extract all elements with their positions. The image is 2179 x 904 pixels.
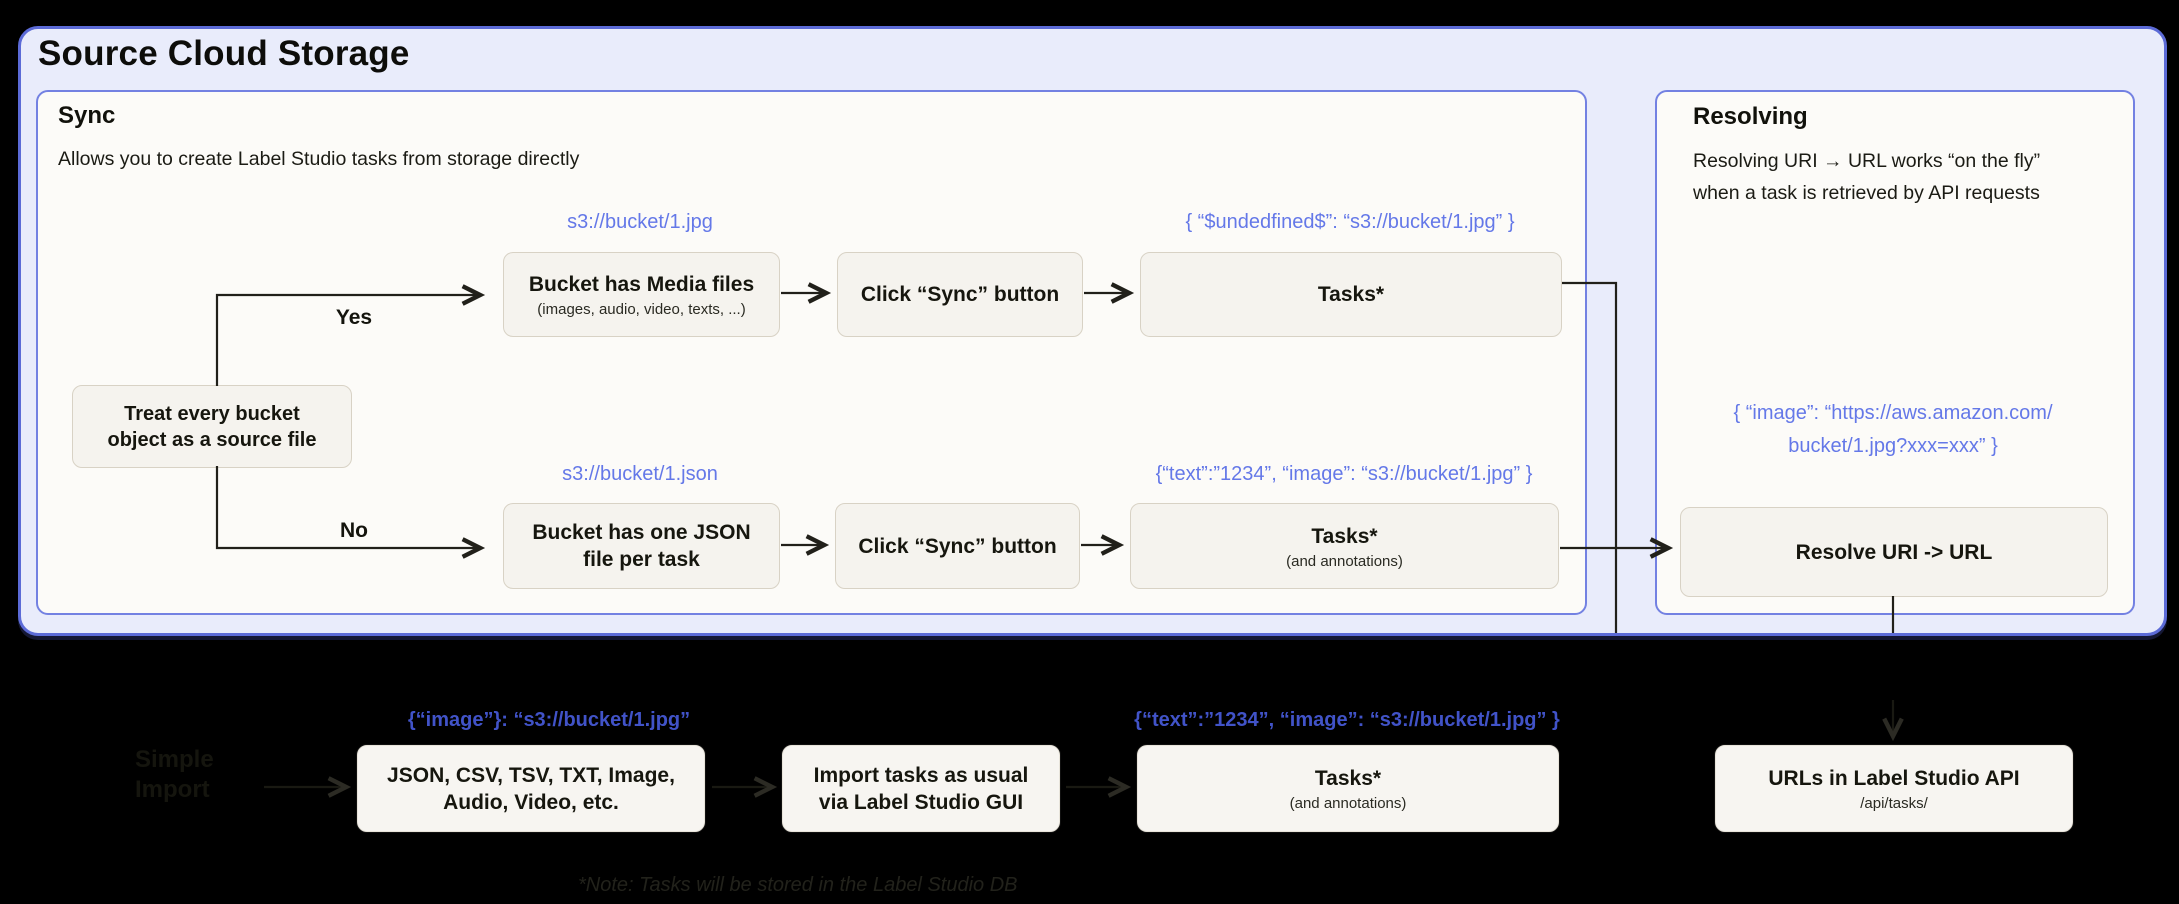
bucket-json-box: Bucket has one JSON file per task	[503, 503, 780, 589]
branch-yes-label: Yes	[335, 306, 373, 329]
sync-button-label-1: Click “Sync” button	[860, 283, 1060, 306]
resolving-panel-title: Resolving	[1693, 103, 1808, 130]
bucket-json-box-line2: file per task	[583, 548, 700, 571]
formats-json-label: {“image”}: “s3://bucket/1.jpg”	[407, 709, 691, 731]
import-gui-box-line1: Import tasks as usual	[813, 763, 1029, 787]
resolve-uri-box-label: Resolve URI -> URL	[1795, 540, 1993, 564]
media-uri-label: s3://bucket/1.jpg	[567, 211, 713, 233]
api-urls-box-subtitle: /api/tasks/	[1860, 795, 1928, 812]
tasks-box-2-title: Tasks*	[1311, 524, 1378, 548]
sync-button-box-1: Click “Sync” button	[837, 252, 1083, 337]
tasks-box-3-title: Tasks*	[1314, 767, 1382, 790]
tasks-box-3: Tasks* (and annotations)	[1137, 745, 1559, 832]
sync-button-box-2: Click “Sync” button	[835, 503, 1080, 589]
tasks-box-1-title: Tasks*	[1317, 283, 1385, 306]
bucket-media-box-subtitle: (images, audio, video, texts, ...)	[537, 301, 746, 318]
decision-box-line2: object as a source file	[107, 428, 317, 451]
tasks-box-1: Tasks*	[1140, 252, 1562, 337]
tasks-box-3-subtitle: (and annotations)	[1289, 795, 1407, 812]
bottom-tasks-json-label: {“text”:”1234”, “image”: “s3://bucket/1.…	[1134, 709, 1560, 731]
json-uri-label: s3://bucket/1.json	[562, 463, 718, 485]
resolve-uri-box: Resolve URI -> URL	[1680, 507, 2108, 597]
footnote: *Note: Tasks will be stored in the Label…	[578, 874, 1018, 896]
import-gui-box-line2: via Label Studio GUI	[818, 790, 1024, 814]
formats-box: JSON, CSV, TSV, TXT, Image, Audio, Video…	[357, 745, 705, 832]
tasks-box-2-subtitle: (and annotations)	[1286, 552, 1403, 570]
decision-box-line1: Treat every bucket	[124, 402, 300, 425]
bucket-media-box: Bucket has Media files (images, audio, v…	[503, 252, 780, 337]
sync-button-label-2: Click “Sync” button	[858, 534, 1057, 558]
simple-import-line2: Import	[135, 776, 210, 803]
api-urls-box: URLs in Label Studio API /api/tasks/	[1715, 745, 2073, 832]
resolving-description-line2: when a task is retrieved by API requests	[1693, 182, 2040, 204]
api-urls-box-title: URLs in Label Studio API	[1768, 767, 2020, 790]
bucket-json-box-line1: Bucket has one JSON	[532, 521, 751, 544]
formats-box-line1: JSON, CSV, TSV, TXT, Image,	[387, 763, 675, 787]
bucket-media-box-title: Bucket has Media files	[528, 273, 755, 296]
tasks2-json-label: {“text”:”1234”, “image”: “s3://bucket/1.…	[1155, 463, 1533, 485]
resolved-json-line1: { “image”: “https://aws.amazon.com/	[1733, 402, 2053, 424]
resolved-json-label: { “image”: “https://aws.amazon.com/ buck…	[1733, 397, 2052, 463]
tasks-box-2: Tasks* (and annotations)	[1130, 503, 1559, 589]
decision-box: Treat every bucket object as a source fi…	[72, 385, 352, 468]
sync-panel-description: Allows you to create Label Studio tasks …	[58, 148, 580, 170]
import-gui-box: Import tasks as usual via Label Studio G…	[782, 745, 1060, 832]
simple-import-line1: Simple	[135, 746, 214, 773]
resolving-description-line1: Resolving URI → URL works “on the fly”	[1693, 150, 2041, 172]
formats-box-line2: Audio, Video, etc.	[443, 790, 619, 814]
resolved-json-line2: bucket/1.jpg?xxx=xxx” }	[1788, 435, 1998, 457]
page-title: Source Cloud Storage	[38, 34, 410, 73]
branch-no-label: No	[340, 519, 368, 542]
sync-panel-title: Sync	[58, 102, 116, 129]
tasks1-json-label: { “$undedfined$”: “s3://bucket/1.jpg” }	[1185, 211, 1515, 233]
simple-import-label: Simple Import	[135, 745, 214, 805]
